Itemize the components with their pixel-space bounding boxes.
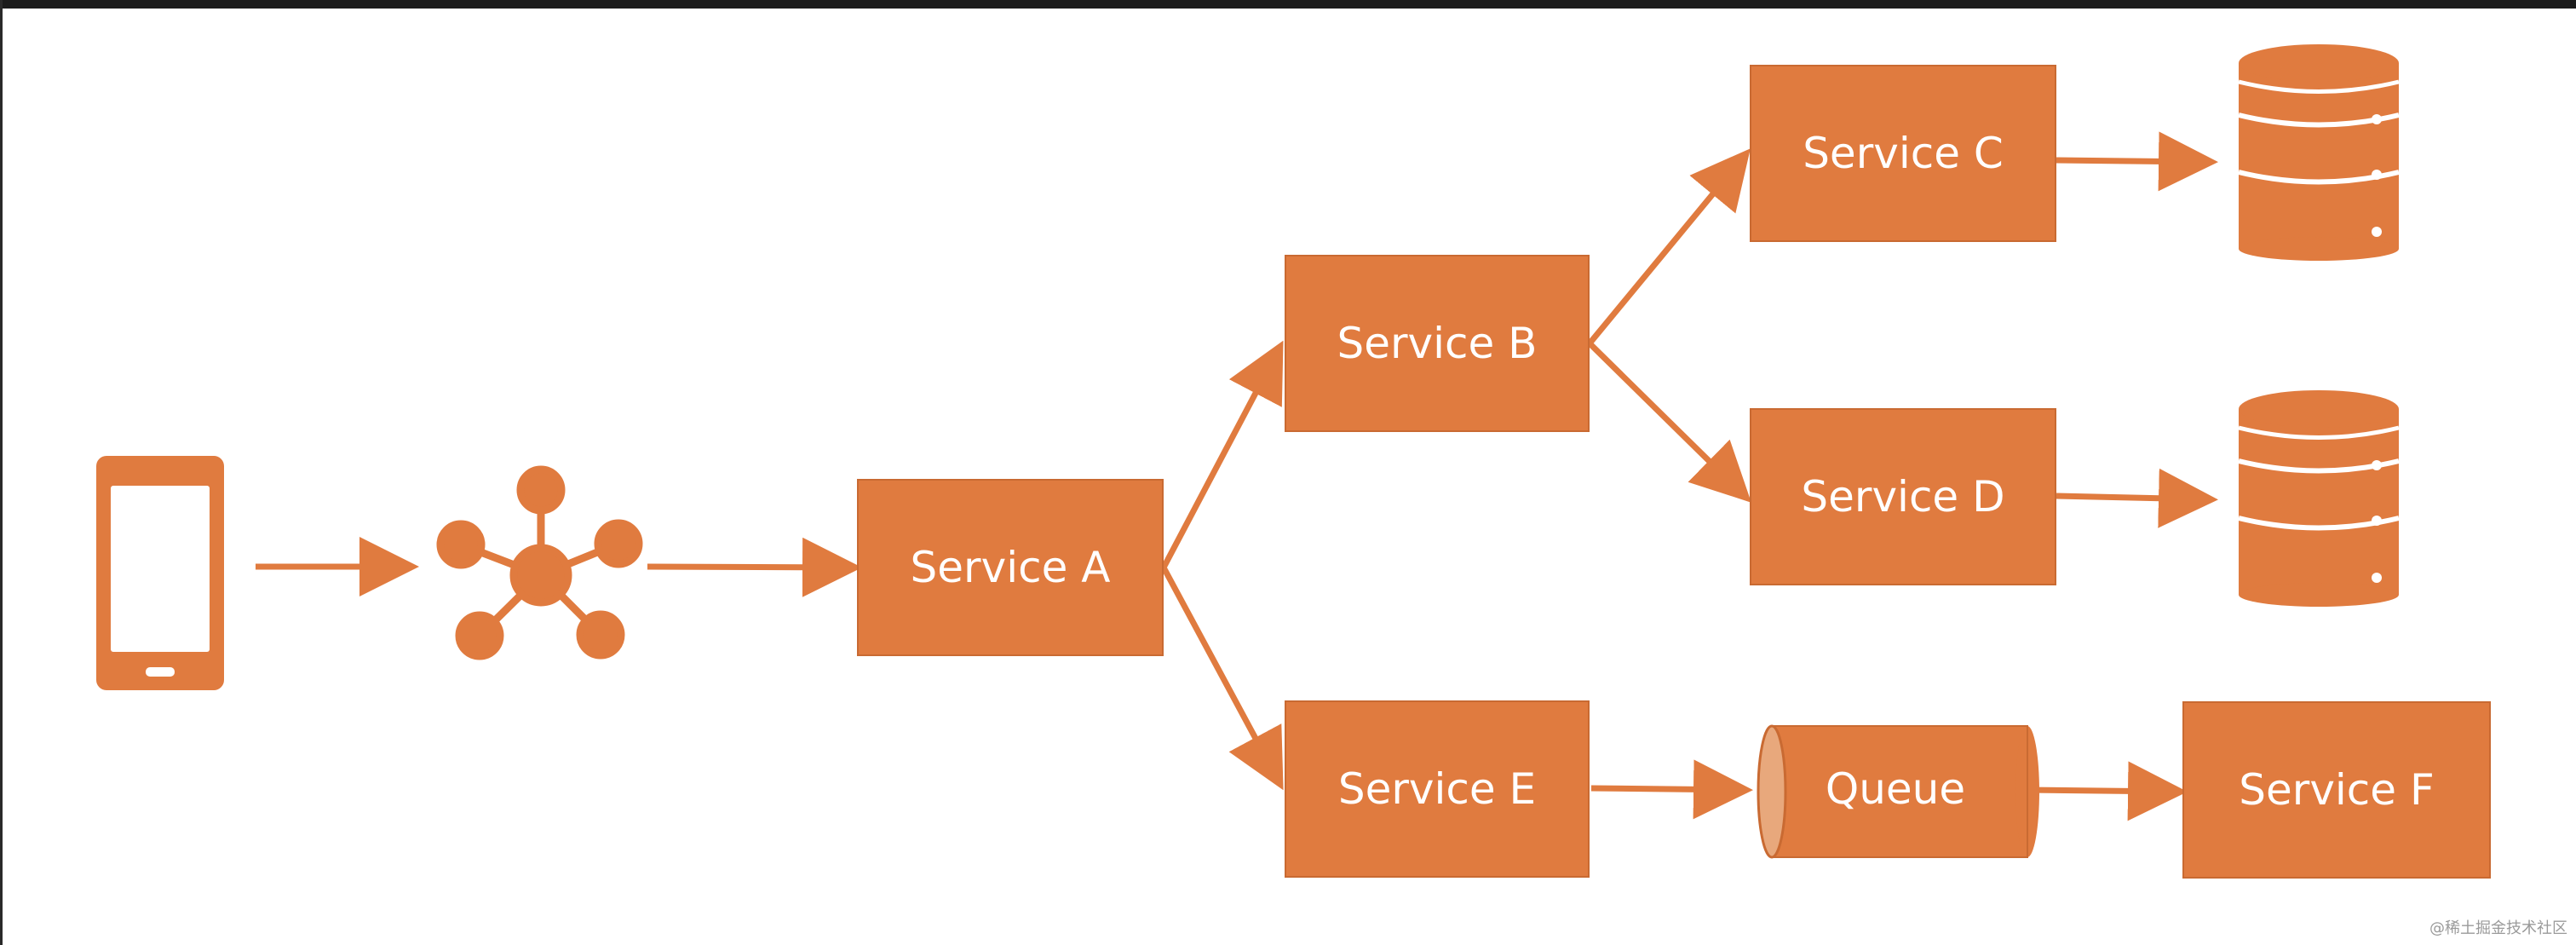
arrow-a-to-b bbox=[1160, 340, 1284, 569]
service-b-label: Service B bbox=[1337, 319, 1538, 368]
arrow-b-to-c bbox=[1587, 148, 1751, 346]
service-e-box: Service E bbox=[1285, 700, 1590, 878]
service-a-box: Service A bbox=[857, 479, 1164, 656]
service-e-label: Service E bbox=[1337, 764, 1537, 814]
watermark: @稀土掘金技术社区 bbox=[2429, 919, 2567, 937]
database-icon bbox=[2238, 390, 2400, 607]
arrow-d-to-db bbox=[2056, 468, 2218, 528]
service-f-box: Service F bbox=[2182, 701, 2491, 879]
service-f-label: Service F bbox=[2239, 765, 2435, 815]
service-a-label: Service A bbox=[910, 543, 1111, 592]
service-d-box: Service D bbox=[1750, 408, 2056, 585]
service-d-label: Service D bbox=[1801, 472, 2005, 521]
arrow-e-to-queue bbox=[1590, 759, 1753, 820]
arrow-c-to-db bbox=[2056, 131, 2218, 192]
service-c-box: Service C bbox=[1750, 65, 2056, 242]
mobile-phone-icon bbox=[96, 456, 224, 690]
service-b-box: Service B bbox=[1285, 255, 1590, 432]
arrow-queue-to-f bbox=[2027, 761, 2188, 821]
left-border bbox=[0, 0, 3, 945]
queue-label: Queue bbox=[1825, 764, 1966, 814]
arrow-b-to-d bbox=[1587, 341, 1751, 503]
service-c-label: Service C bbox=[1803, 129, 2004, 178]
database-icon bbox=[2238, 44, 2400, 261]
top-border bbox=[0, 0, 2576, 9]
hub-network-icon bbox=[436, 465, 643, 660]
arrow-hub-to-service-a bbox=[647, 537, 862, 597]
arrow-a-to-e bbox=[1160, 566, 1284, 791]
queue-cylinder-icon bbox=[1757, 724, 2039, 859]
